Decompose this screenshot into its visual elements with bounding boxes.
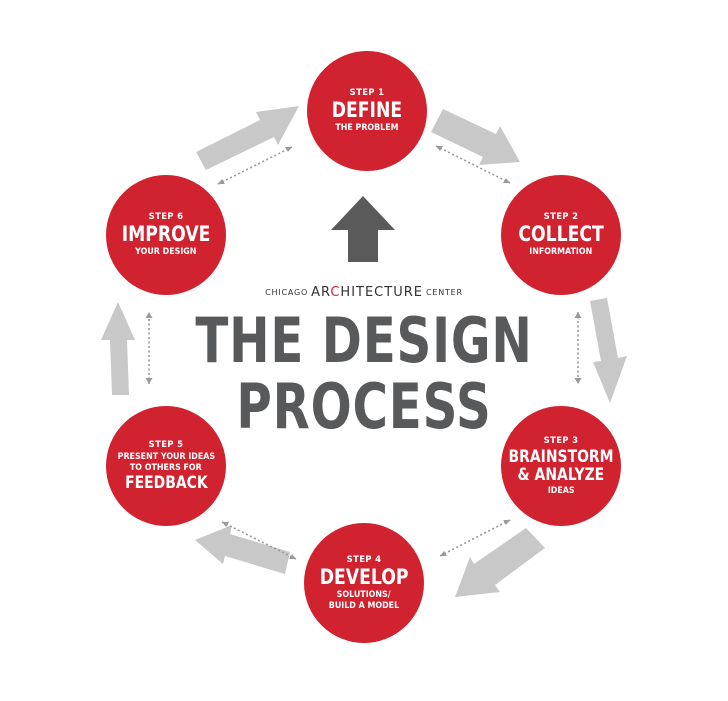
step-4-subtitle-line1: SOLUTIONS/ — [337, 589, 391, 600]
brand-name-accent: C — [330, 285, 341, 300]
step-5-text-line1: PRESENT YOUR IDEAS — [117, 452, 215, 462]
main-title-line1: THE DESIGN — [195, 304, 533, 377]
step-5-title: FEEDBACK — [124, 473, 208, 493]
step-4-circle: STEP 4 DEVELOP SOLUTIONS/ BUILD A MODEL — [304, 523, 424, 643]
dotted-link-6-1 — [217, 146, 293, 185]
step-4-subtitle-line2: BUILD A MODEL — [328, 600, 400, 611]
step-6-subtitle: YOUR DESIGN — [135, 247, 197, 257]
step-1-title: DEFINE — [331, 98, 403, 122]
dotted-link-1-2 — [435, 145, 511, 184]
brand-name-end: HITECTURE — [340, 285, 423, 300]
cycle-arrow-5-6 — [101, 302, 135, 395]
cycle-arrow-3-4 — [455, 528, 545, 597]
step-6-circle: STEP 6 IMPROVE YOUR DESIGN — [106, 175, 226, 295]
step-3-number: STEP 3 — [543, 435, 579, 446]
up-arrow-icon — [331, 196, 395, 262]
step-5-circle: STEP 5 PRESENT YOUR IDEAS TO OTHERS FOR … — [106, 406, 226, 526]
step-2-title: COLLECT — [518, 222, 604, 246]
step-6-number: STEP 6 — [148, 212, 184, 222]
main-title-line2: PROCESS — [236, 370, 492, 443]
cycle-arrow-1-2 — [431, 109, 520, 165]
step-3-title-line2: & ANALYZE — [517, 464, 605, 485]
step-6-title: IMPROVE — [121, 222, 211, 246]
brand-suffix: CENTER — [425, 288, 463, 297]
step-2-number: STEP 2 — [543, 212, 579, 222]
step-3-title-line1: BRAINSTORM — [508, 446, 614, 467]
step-4-title: DEVELOP — [319, 564, 409, 589]
step-3-circle: STEP 3 BRAINSTORM & ANALYZE IDEAS — [501, 406, 621, 526]
dotted-link-4-5 — [221, 521, 297, 560]
step-1-number: STEP 1 — [349, 88, 385, 98]
brand-prefix: CHICAGO — [265, 288, 309, 297]
cycle-arrow-6-1 — [196, 106, 299, 170]
brand-name-start: AR — [311, 285, 331, 300]
step-4-number: STEP 4 — [346, 554, 382, 565]
step-1-circle: STEP 1 DEFINE THE PROBLEM — [307, 51, 427, 171]
step-2-subtitle: INFORMATION — [529, 247, 593, 257]
step-1-subtitle: THE PROBLEM — [335, 123, 399, 133]
cycle-arrow-2-3 — [590, 298, 627, 403]
step-2-circle: STEP 2 COLLECT INFORMATION — [501, 175, 621, 295]
cycle-arrow-4-5 — [195, 525, 290, 574]
step-5-number: STEP 5 — [148, 440, 184, 450]
step-3-subtitle: IDEAS — [547, 485, 575, 496]
step-5-text-line2: TO OTHERS FOR — [130, 463, 202, 473]
